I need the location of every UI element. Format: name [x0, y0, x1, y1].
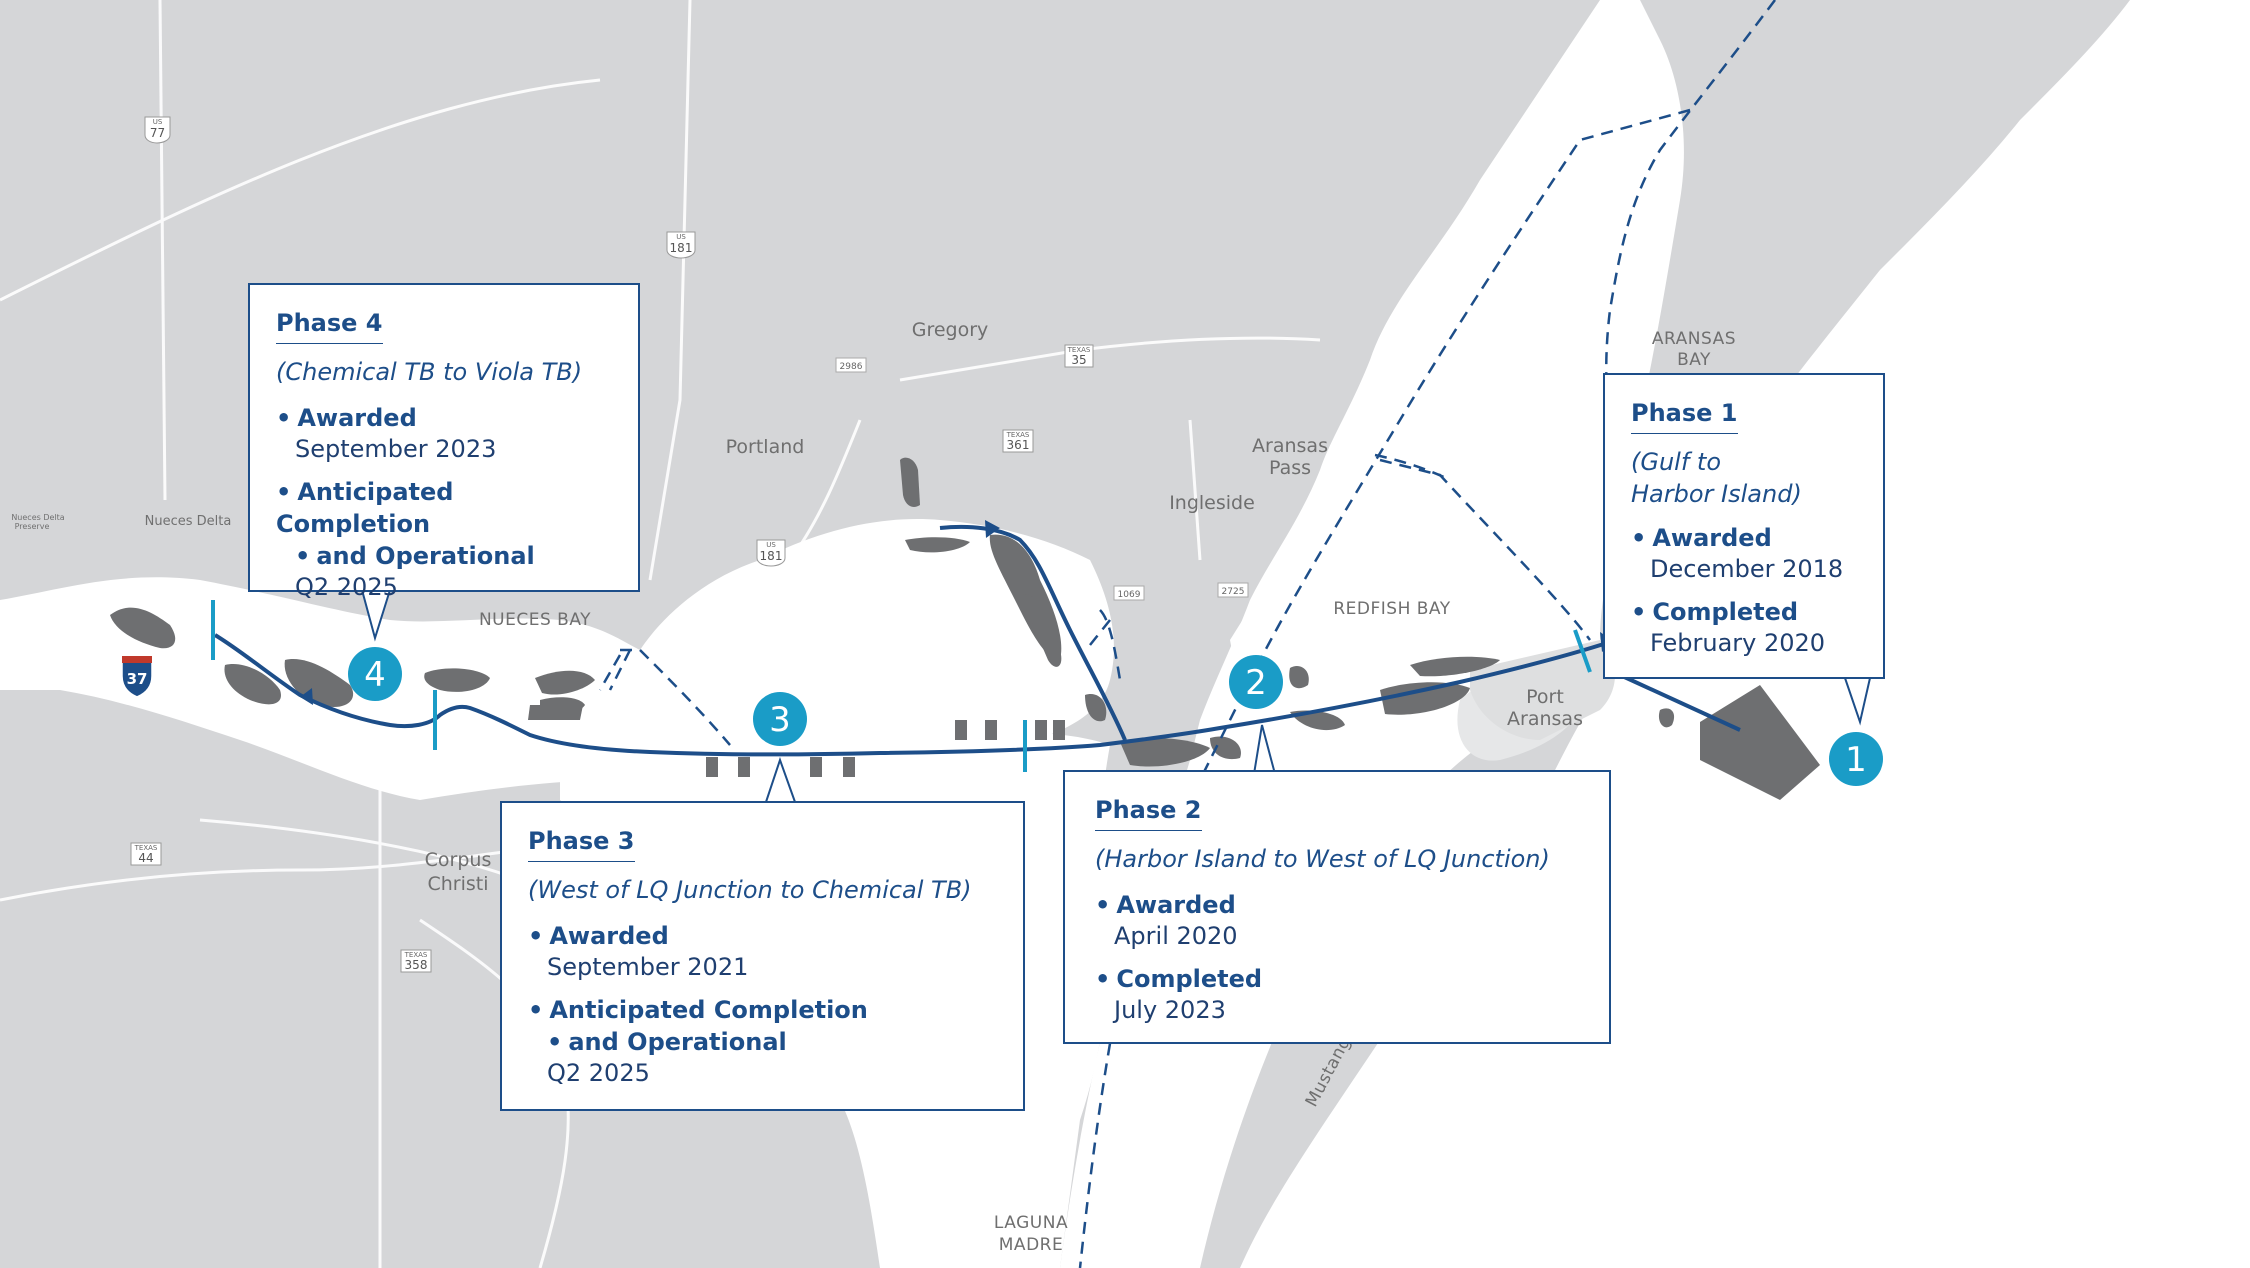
label-aransas-bay-2: BAY: [1677, 350, 1711, 370]
phase-3-awarded-label: Awarded: [528, 920, 997, 952]
svg-text:US: US: [676, 233, 686, 241]
phase-marker-4-number: 4: [364, 655, 386, 695]
place-labels: Gregory Portland Aransas Pass Ingleside …: [11, 319, 1736, 1255]
label-ingleside: Ingleside: [1169, 492, 1255, 514]
fm2725-label: 2725: [1222, 587, 1245, 597]
phase-boundaries: [211, 600, 1592, 772]
svg-text:181: 181: [760, 549, 783, 563]
phase-1-subtitle: (Gulf to Harbor Island): [1631, 446, 1863, 510]
phase-3-callout: Phase 3 (West of LQ Junction to Chemical…: [500, 801, 1025, 1111]
label-aransas-pass-1: Aransas: [1252, 435, 1328, 457]
phase-1-title: Phase 1: [1631, 399, 1738, 434]
svg-text:TEXAS: TEXAS: [1006, 431, 1030, 439]
phase-marker-2: 2: [1229, 655, 1283, 709]
svg-text:TEXAS: TEXAS: [404, 951, 428, 959]
phase-1-completed-value: February 2020: [1650, 629, 1826, 657]
callout-pointers: [361, 589, 1871, 803]
i37-shield: 37: [121, 655, 153, 698]
phase-marker-3: 3: [753, 692, 807, 746]
san-jose-island-land: [1600, 0, 2130, 640]
phase-marker-3-number: 3: [769, 700, 791, 740]
fm2986-label: 2986: [840, 362, 863, 372]
us77-shield: US 77: [144, 116, 171, 144]
redfish-bay-water: [1230, 456, 1582, 711]
phase-4-callout: Phase 4 (Chemical TB to Viola TB) Awarde…: [248, 283, 640, 601]
svg-text:361: 361: [1007, 438, 1030, 452]
svg-text:44: 44: [138, 851, 153, 865]
svg-text:US: US: [153, 118, 163, 126]
tx361-shield: TEXAS 361: [1002, 429, 1034, 453]
label-aransas-bay-1: ARANSAS: [1652, 329, 1736, 349]
tx44-shield: TEXAS 44: [130, 842, 162, 866]
fm1069-label: 1069: [1118, 590, 1141, 600]
label-corpus-christi-1: Corpus: [425, 849, 492, 871]
phase-1-awarded-label: Awarded: [1631, 522, 1863, 554]
phase-marker-1: 1: [1829, 732, 1883, 786]
tx358-shield: TEXAS 358: [400, 949, 432, 973]
port-aransas-land: [1470, 640, 1615, 740]
label-port-aransas-2: Aransas: [1507, 708, 1583, 730]
svg-text:US: US: [766, 541, 776, 549]
svg-text:TEXAS: TEXAS: [1067, 346, 1091, 354]
phase-marker-1-number: 1: [1845, 740, 1867, 780]
us181-south-shield: US 181: [756, 539, 786, 567]
label-nueces-delta-preserve-1: Nueces Delta: [11, 513, 64, 522]
phase-3-subtitle: (West of LQ Junction to Chemical TB): [528, 876, 972, 904]
phase-1-completed-label: Completed: [1631, 596, 1863, 628]
tx35-shield: TEXAS 35: [1064, 344, 1094, 368]
label-port-aransas-1: Port: [1526, 686, 1564, 708]
phase-marker-4: 4: [348, 647, 402, 701]
phase-2-completed-value: July 2023: [1114, 996, 1226, 1024]
label-redfish-bay: REDFISH BAY: [1333, 599, 1450, 619]
phase-4-title: Phase 4: [276, 309, 383, 344]
phase-3-title: Phase 3: [528, 827, 635, 862]
label-laguna-madre-1: LAGUNA: [994, 1213, 1068, 1233]
phase-2-title: Phase 2: [1095, 796, 1202, 831]
phase-4-awarded-value: September 2023: [295, 435, 497, 463]
phase-4-completion-label-1: Anticipated Completion: [276, 476, 612, 540]
label-gregory: Gregory: [912, 319, 989, 341]
phase-3-completion-label-2: and Operational: [528, 1026, 997, 1058]
svg-text:TEXAS: TEXAS: [134, 844, 158, 852]
label-laguna-madre-2: MADRE: [999, 1235, 1063, 1255]
fm-road-labels: 2986 1069 2725: [835, 357, 1249, 601]
phase-4-completion-label-2: and Operational: [276, 540, 612, 572]
phase-2-awarded-label: Awarded: [1095, 889, 1583, 921]
label-aransas-pass-2: Pass: [1269, 457, 1311, 479]
placement-areas: [110, 457, 1820, 800]
phase-marker-2-number: 2: [1245, 663, 1267, 703]
phase-3-awarded-value: September 2021: [547, 953, 749, 981]
label-nueces-delta: Nueces Delta: [145, 514, 232, 529]
svg-text:358: 358: [405, 958, 428, 972]
nueces-bay-water: [0, 519, 1114, 800]
phase-3-completion-label-1: Anticipated Completion: [528, 994, 997, 1026]
phase-1-awarded-value: December 2018: [1650, 555, 1844, 583]
phase-4-awarded-label: Awarded: [276, 402, 612, 434]
phase-4-completion-value: Q2 2025: [295, 573, 398, 601]
i37-shield-number: 37: [127, 670, 148, 688]
phase-1-subtitle-1: (Gulf to: [1631, 448, 1722, 476]
svg-text:35: 35: [1071, 353, 1086, 367]
phase-2-callout: Phase 2 (Harbor Island to West of LQ Jun…: [1063, 770, 1611, 1044]
phase-2-subtitle: (Harbor Island to West of LQ Junction): [1095, 845, 1550, 873]
svg-text:181: 181: [670, 241, 693, 255]
us181-north-shield: US 181: [666, 231, 696, 259]
label-portland: Portland: [726, 436, 805, 458]
phase-3-completion-value: Q2 2025: [547, 1059, 650, 1087]
label-corpus-christi-2: Christi: [427, 873, 488, 895]
phase-2-awarded-value: April 2020: [1114, 922, 1238, 950]
phase-1-callout: Phase 1 (Gulf to Harbor Island) Awarded …: [1603, 373, 1885, 679]
phase-2-completed-label: Completed: [1095, 963, 1583, 995]
label-nueces-delta-preserve-2: Preserve: [15, 522, 50, 531]
svg-text:77: 77: [150, 126, 165, 140]
label-nueces-bay: NUECES BAY: [479, 610, 591, 630]
phase-1-subtitle-2: Harbor Island): [1631, 480, 1802, 508]
phase-4-subtitle: (Chemical TB to Viola TB): [276, 358, 583, 386]
